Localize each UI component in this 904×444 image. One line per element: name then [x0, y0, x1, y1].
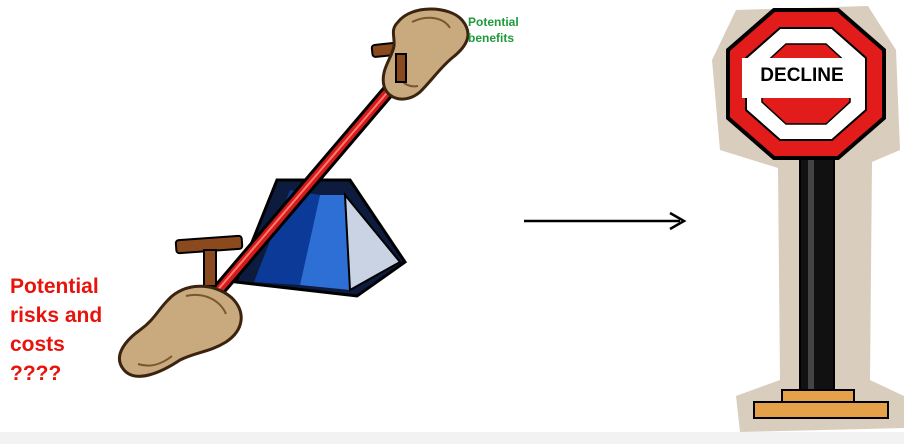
slide-bottom-band: [0, 432, 904, 444]
sign-base: [753, 389, 889, 419]
potential-benefits-label: Potential benefits: [468, 15, 519, 45]
right-arrow-icon: [524, 211, 687, 231]
potential-risks-label: Potential risks and costs ????: [10, 275, 103, 385]
seesaw-base: [233, 178, 408, 298]
seesaw-upper-seat: [370, 7, 470, 101]
seesaw-icon: [117, 7, 470, 378]
decline-sign-text: DECLINE: [760, 65, 844, 86]
sign-label-panel: [742, 58, 862, 98]
stop-sign-icon: [712, 6, 904, 432]
seesaw-lower-seat: [117, 234, 244, 378]
seesaw-beam: [205, 61, 415, 305]
